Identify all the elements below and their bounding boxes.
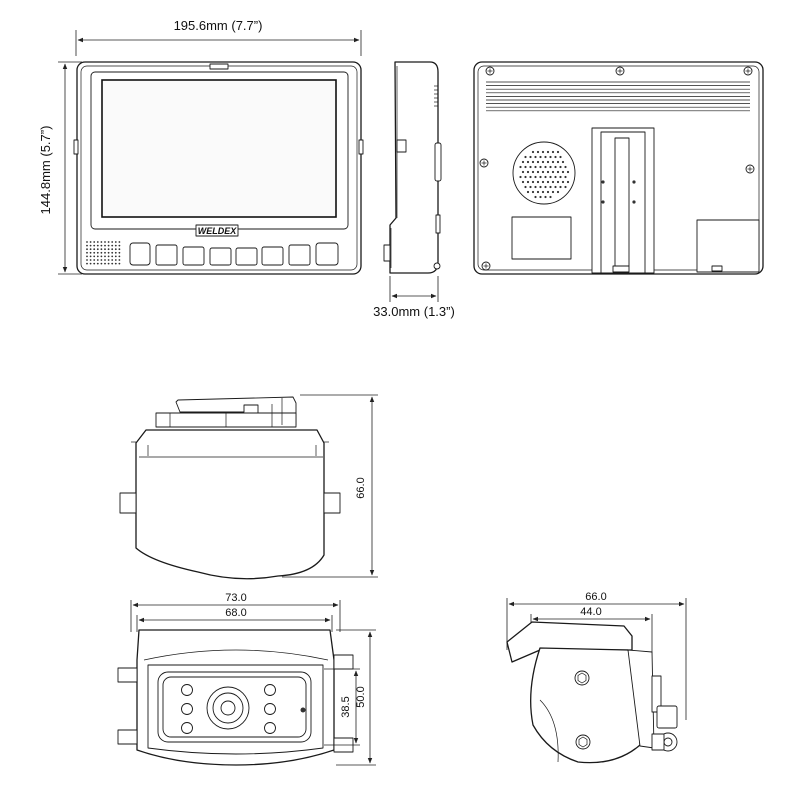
monitor-height-label: 144.8mm (5.7”): [38, 126, 53, 215]
control-buttons: [129, 242, 339, 266]
monitor-front-view: 195.6mm (7.7”) 144.8mm (5.7”) WELDEX: [38, 18, 364, 275]
camera-front-inner-width-label: 68.0: [225, 607, 246, 619]
camera-front-inner-height-label: 38.5: [340, 696, 352, 717]
monitor-depth-label: 33.0mm (1.3”): [373, 304, 455, 319]
camera-front-height-label: 50.0: [355, 686, 367, 707]
front-speaker-grille: [86, 241, 121, 265]
monitor-screen: [101, 79, 337, 218]
camera-side-depth-label: 66.0: [585, 591, 606, 603]
camera-side-inner-depth-label: 44.0: [580, 606, 601, 618]
camera-front-outer-width-label: 73.0: [225, 592, 246, 604]
camera-side-view: 66.0 44.0: [506, 591, 687, 764]
ir-leds: [181, 684, 276, 734]
camera-top-view: 66.0: [119, 394, 378, 580]
monitor-rear-view: [473, 61, 764, 275]
camera-height-label: 66.0: [355, 477, 367, 498]
monitor-side-view: 33.0mm (1.3”): [373, 61, 455, 319]
brand-logo: WELDEX: [198, 226, 237, 236]
camera-front-view: 73.0 68.0 50.0: [117, 592, 376, 766]
monitor-width-label: 195.6mm (7.7”): [174, 18, 263, 33]
rear-speaker: [512, 141, 576, 205]
